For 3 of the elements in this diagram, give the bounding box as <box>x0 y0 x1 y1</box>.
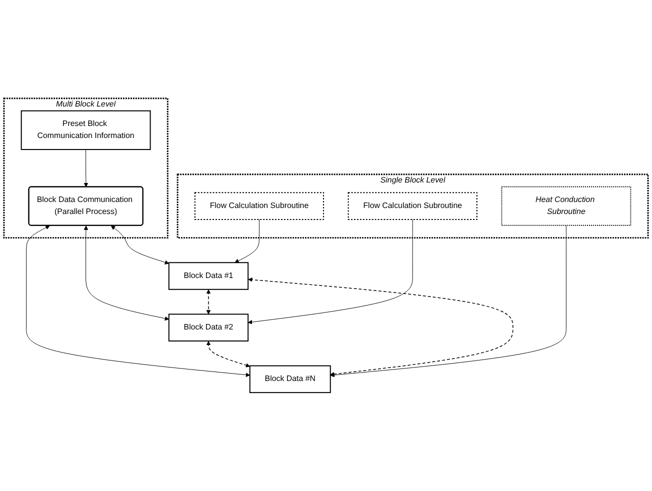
arrow <box>206 340 250 368</box>
arrow <box>248 278 514 376</box>
arrow <box>206 289 211 314</box>
